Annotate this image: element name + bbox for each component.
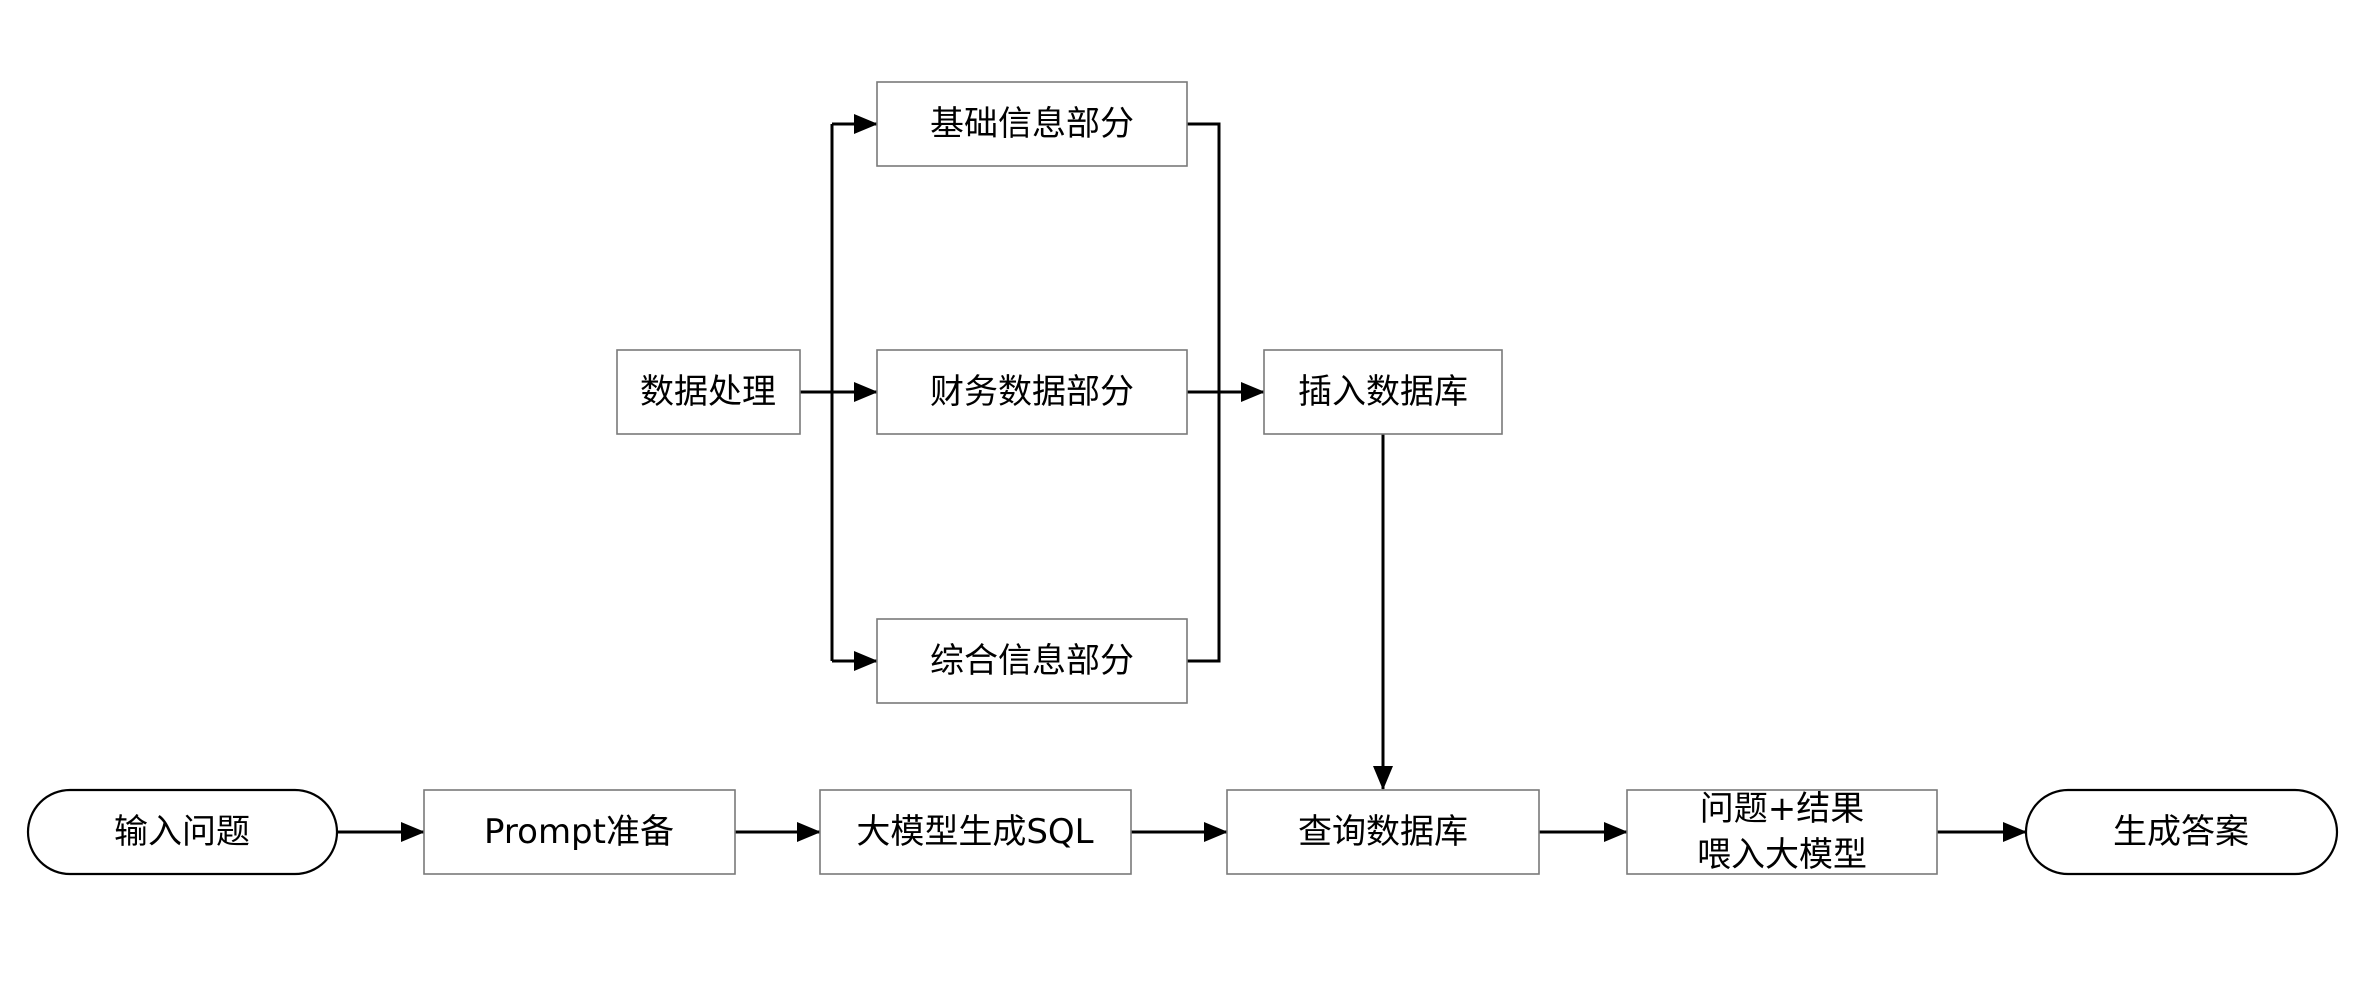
- node-comprehensive-info-label: 综合信息部分: [930, 641, 1134, 681]
- node-insert-db: 插入数据库: [1263, 349, 1503, 435]
- node-llm-sql-label: 大模型生成SQL: [856, 812, 1093, 852]
- node-feed-llm-line2: 喂入大模型: [1697, 835, 1867, 875]
- node-comprehensive-info: 综合信息部分: [876, 618, 1188, 704]
- node-llm-sql: 大模型生成SQL: [819, 789, 1132, 875]
- node-input-question: 输入问题: [26, 788, 339, 876]
- node-query-db: 查询数据库: [1226, 789, 1540, 875]
- node-data-processing-label: 数据处理: [640, 372, 776, 412]
- node-insert-db-label: 插入数据库: [1298, 372, 1468, 412]
- node-financial-data: 财务数据部分: [876, 349, 1188, 435]
- node-generate-answer-label: 生成答案: [2113, 812, 2249, 852]
- node-basic-info-label: 基础信息部分: [930, 104, 1134, 144]
- node-data-processing: 数据处理: [616, 349, 801, 435]
- node-feed-llm: 问题+结果 喂入大模型: [1626, 789, 1938, 875]
- node-generate-answer: 生成答案: [2024, 788, 2339, 876]
- node-query-db-label: 查询数据库: [1298, 812, 1468, 852]
- node-financial-data-label: 财务数据部分: [930, 372, 1134, 412]
- node-prompt-prep: Prompt准备: [423, 789, 736, 875]
- node-prompt-prep-label: Prompt准备: [484, 812, 674, 852]
- node-input-question-label: 输入问题: [114, 812, 250, 852]
- node-basic-info: 基础信息部分: [876, 81, 1188, 167]
- node-feed-llm-line1: 问题+结果: [1700, 789, 1865, 829]
- connectors-upper: [800, 114, 1393, 790]
